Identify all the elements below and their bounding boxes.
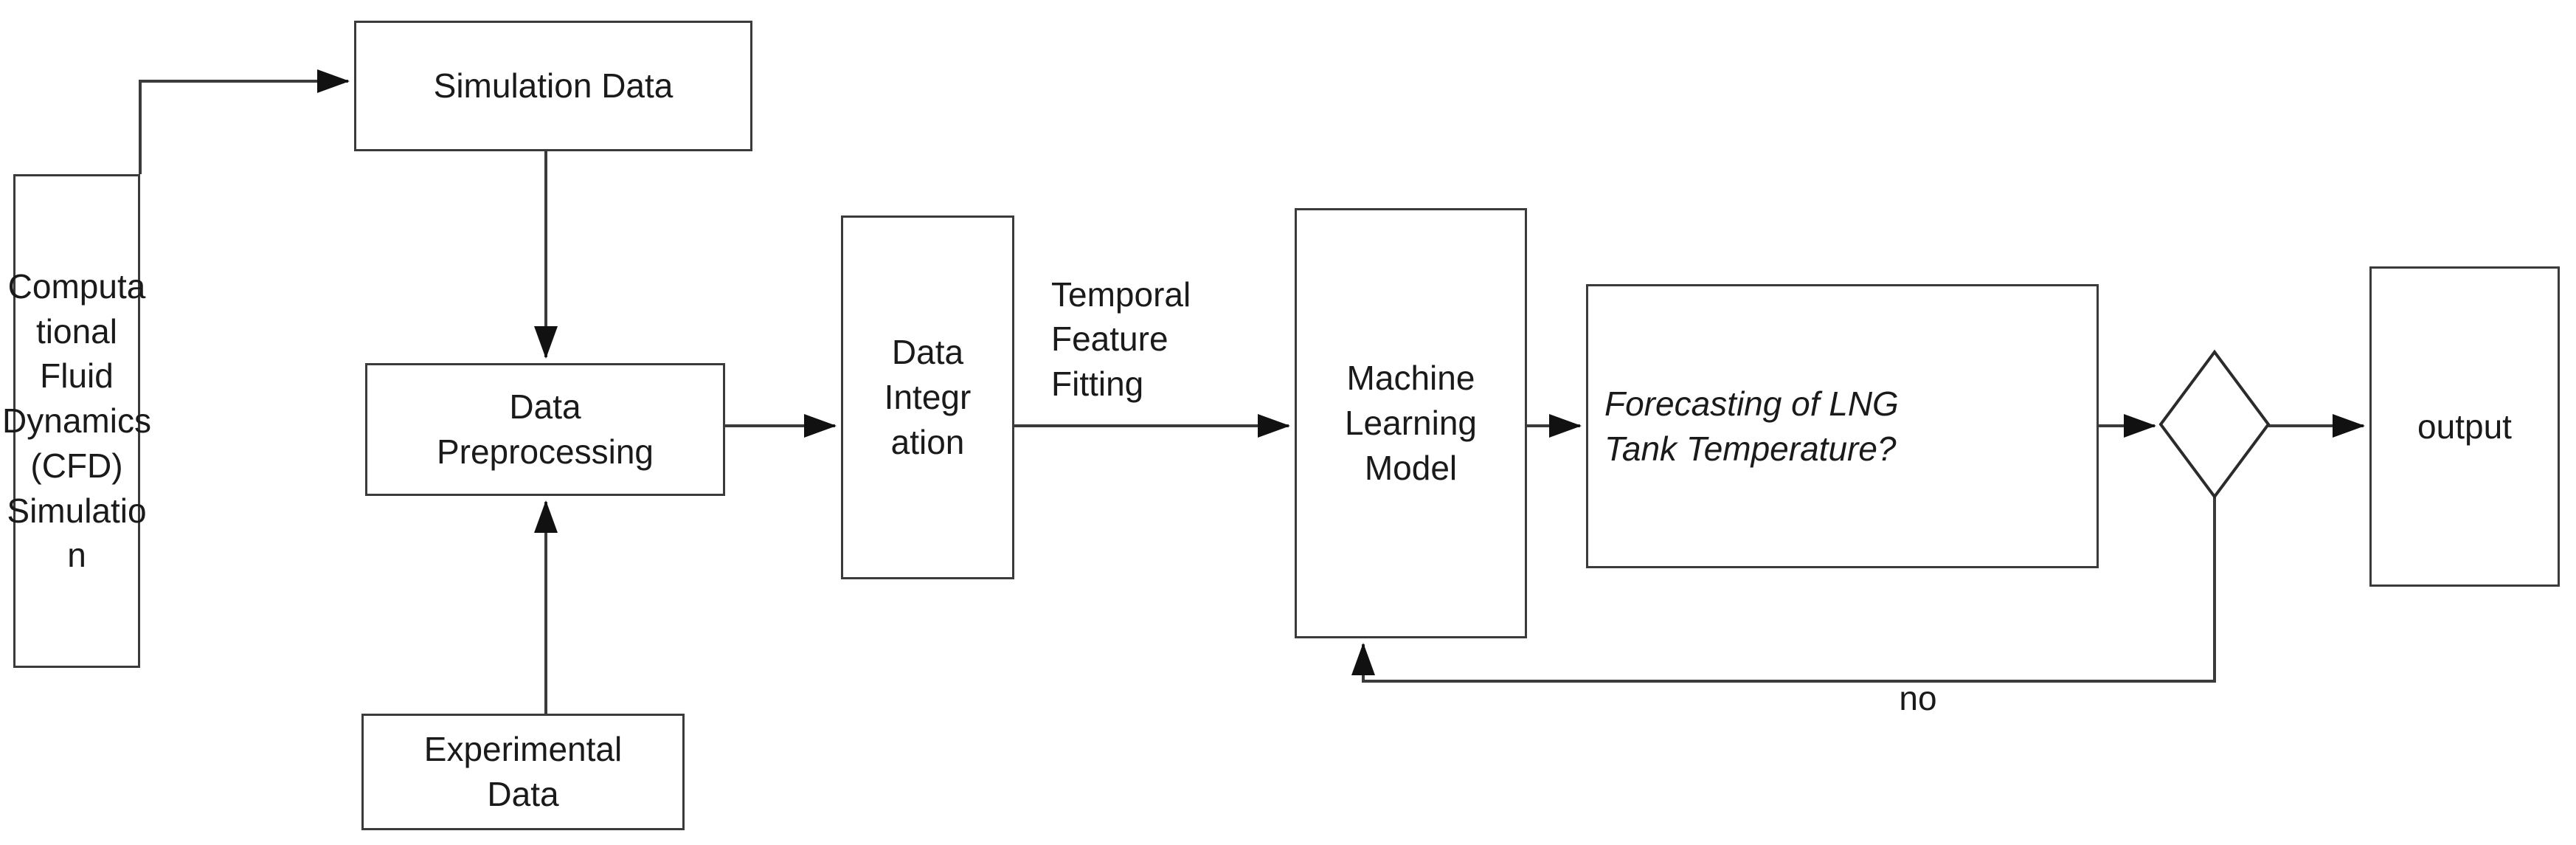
node-forecasting-question-label: Forecasting of LNG Tank Temperature? [1604, 384, 1899, 468]
node-experimental-data-label: Experimental Data [423, 730, 623, 813]
edge-decision-to-ml-model-no [1351, 497, 2216, 683]
edge-label-temporal-feature-fitting-text: Temporal Feature Fitting [1051, 275, 1191, 404]
edge-label-no-text: no [1899, 678, 1937, 717]
node-output-label: output [2417, 407, 2512, 446]
edge-label-no: no [1885, 631, 1951, 720]
node-simulation-data-label: Simulation Data [433, 66, 674, 106]
node-experimental-data[interactable]: Experimental Data [361, 714, 685, 830]
node-cfd-simulation-label: Computa tional Fluid Dynamics (CFD) Simu… [2, 266, 151, 575]
node-simulation-data[interactable]: Simulation Data [354, 21, 752, 151]
edge-label-temporal-feature-fitting: Temporal Feature Fitting [1051, 227, 1191, 407]
decision-diamond-shape [2158, 349, 2271, 500]
node-data-integration[interactable]: Data Integr ation [841, 215, 1014, 579]
node-forecasting-question[interactable]: Forecasting of LNG Tank Temperature? [1586, 284, 2099, 568]
node-output[interactable]: output [2369, 266, 2560, 587]
node-data-preprocessing[interactable]: Data Preprocessing [365, 363, 725, 496]
node-cfd-simulation[interactable]: Computa tional Fluid Dynamics (CFD) Simu… [2, 174, 151, 668]
node-machine-learning-model-label: Machine Learning Model [1344, 359, 1478, 487]
node-decision-diamond[interactable] [2155, 346, 2274, 503]
node-machine-learning-model[interactable]: Machine Learning Model [1295, 208, 1527, 638]
node-data-preprocessing-label: Data Preprocessing [436, 387, 654, 471]
node-data-integration-label: Data Integr ation [884, 333, 972, 461]
edge-cfd-to-simulation-data [139, 69, 350, 174]
